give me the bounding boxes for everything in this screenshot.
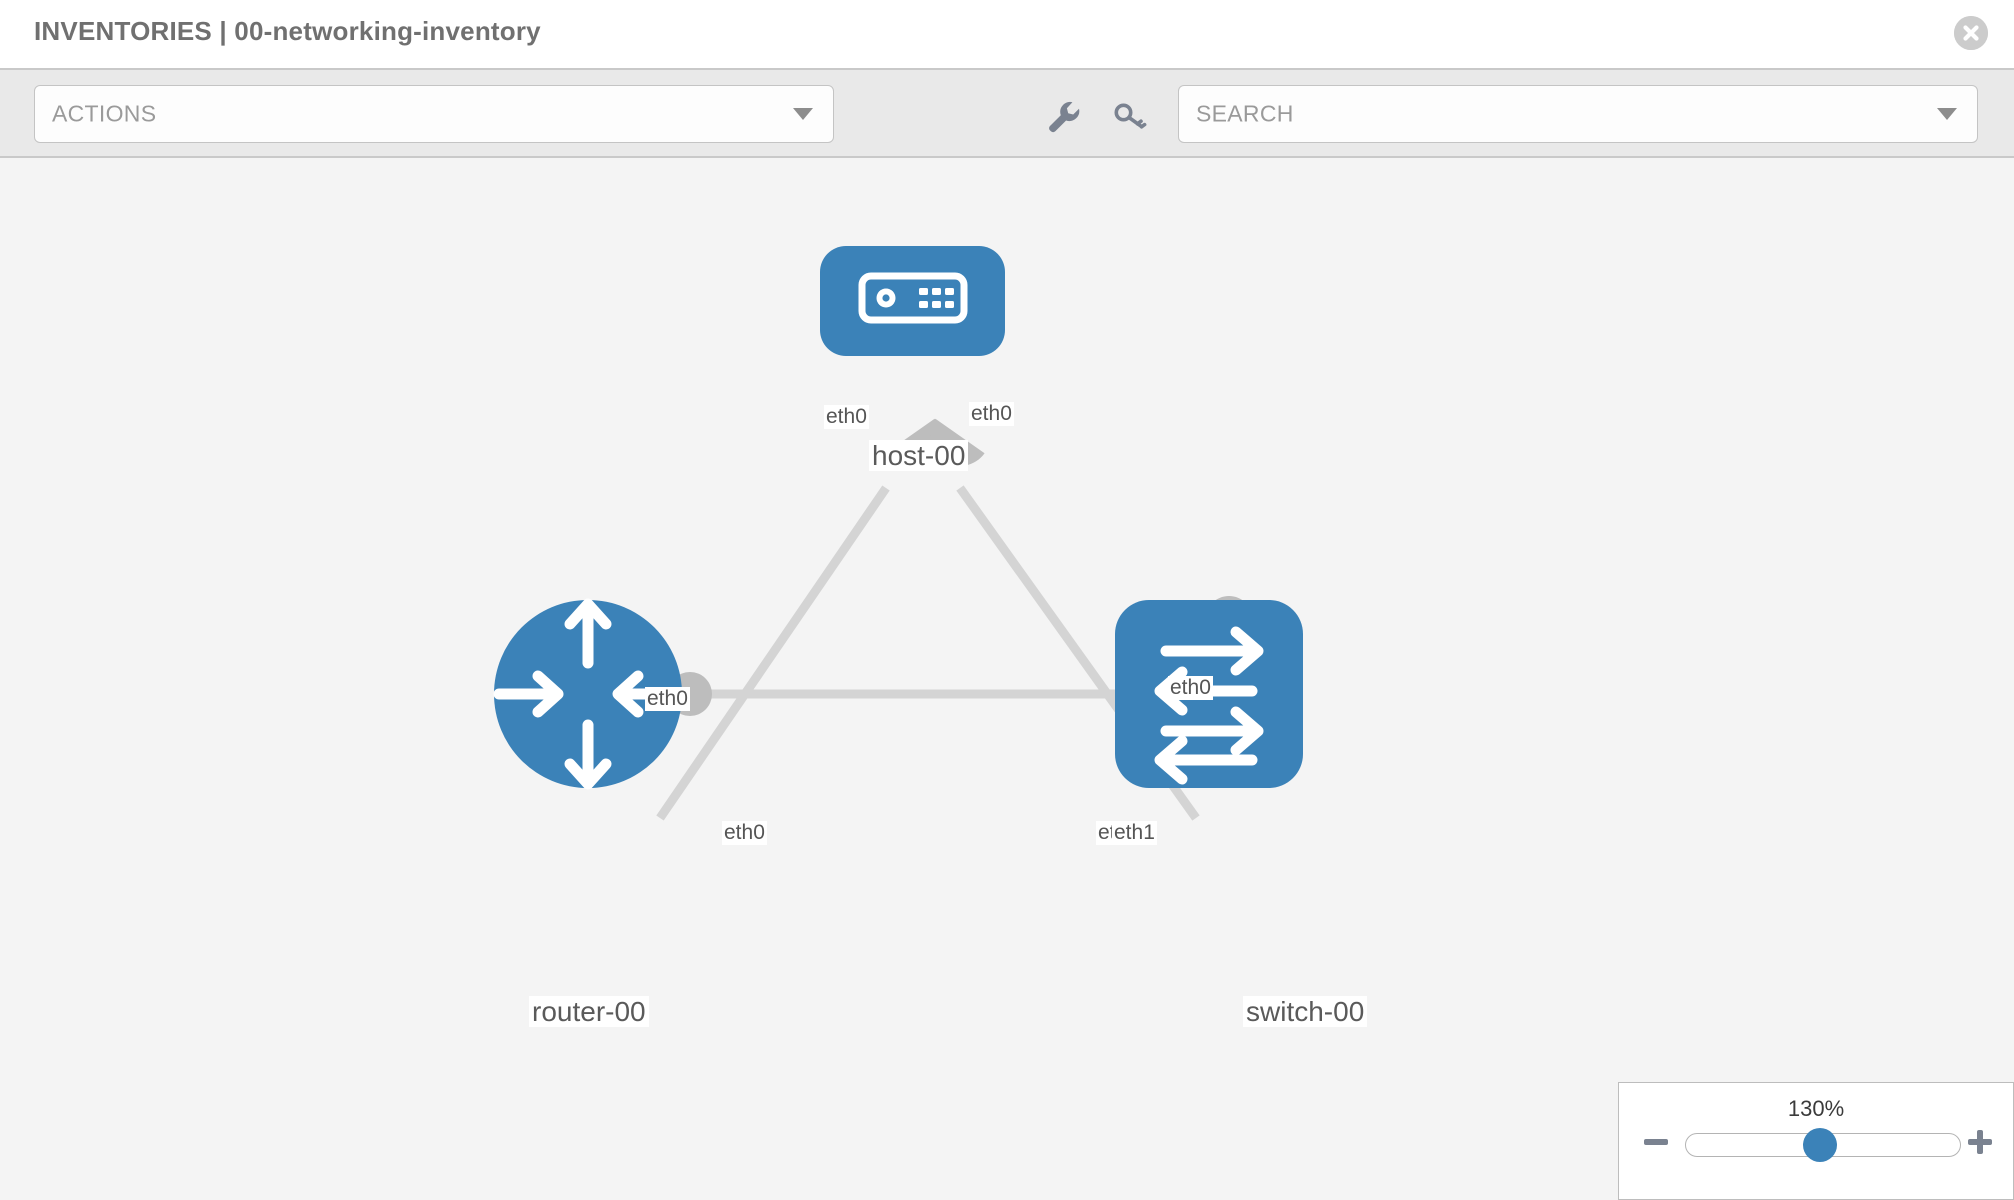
search-input[interactable]: SEARCH: [1178, 85, 1978, 143]
node-label-router-00: router-00: [529, 996, 649, 1028]
close-icon[interactable]: [1954, 16, 1988, 50]
edge-label-host-left: eth0: [824, 405, 869, 430]
zoom-slider[interactable]: [1685, 1128, 1961, 1162]
topology-graph: [493, 246, 1303, 821]
zoom-slider-thumb[interactable]: [1803, 1128, 1837, 1162]
zoom-level-label: 130%: [1787, 1096, 1845, 1121]
page-title: INVENTORIES | 00-networking-inventory: [34, 16, 541, 46]
toolbar: ACTIONS SEARCH: [0, 70, 2014, 158]
node-label-switch-00: switch-00: [1243, 996, 1368, 1028]
edge-label-router-eth0: eth0: [722, 821, 767, 846]
edge-label-switch-up: eth0: [1168, 676, 1213, 701]
edge-label-host-right: eth0: [969, 402, 1014, 427]
zoom-control-panel: 130%: [1618, 1082, 2014, 1200]
actions-dropdown-label: ACTIONS: [52, 100, 157, 127]
key-icon[interactable]: [1110, 96, 1150, 136]
chevron-down-icon[interactable]: [1937, 108, 1957, 120]
server-icon: [858, 272, 968, 324]
search-placeholder: SEARCH: [1196, 100, 1294, 127]
wrench-icon[interactable]: [1042, 96, 1082, 136]
node-label-host-00: host-00: [869, 440, 969, 472]
zoom-in-button[interactable]: [1965, 1127, 1995, 1157]
edge-label-router-up: eth0: [645, 687, 690, 712]
actions-dropdown[interactable]: ACTIONS: [34, 85, 834, 143]
edge-label-switch-eth1: eth1: [1112, 821, 1157, 846]
zoom-out-button[interactable]: [1641, 1127, 1671, 1157]
link-host-router: [656, 485, 890, 821]
topology-canvas[interactable]: eth0 eth0 eth0 eth0 eth0 eth0 eth1 host-…: [0, 158, 2014, 1200]
chevron-down-icon: [793, 108, 813, 120]
node-router-00[interactable]: [493, 598, 683, 790]
switch-icon: [1154, 626, 1264, 785]
page-header: INVENTORIES | 00-networking-inventory: [0, 0, 2014, 70]
node-host-00[interactable]: [820, 246, 1005, 356]
